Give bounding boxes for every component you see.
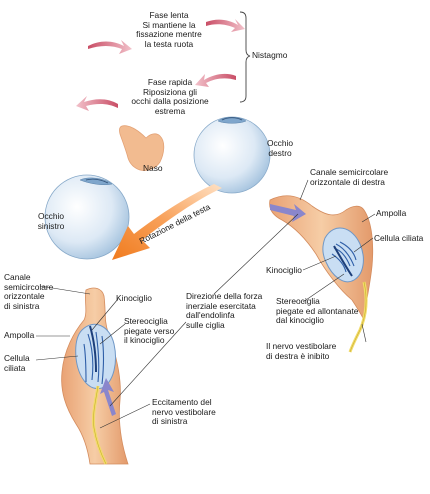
fase-lenta-line2: Si mantiene la xyxy=(142,19,196,30)
kinociglio-sinistra-label: Kinociglio xyxy=(116,293,152,303)
right-canal xyxy=(269,195,374,353)
eccitamento-line3: di sinistra xyxy=(152,416,188,427)
stereociglia-destra-line1: Stereociglia xyxy=(276,296,320,306)
stereociglia-destra-line3: dal kinociglio xyxy=(276,315,324,326)
occhio-destro-line2: destro xyxy=(268,147,292,158)
stereociglia-destra-line2: piegate ed allontanate xyxy=(276,305,359,316)
nistagmo-bracket xyxy=(239,11,251,103)
direzione-line4: sulle ciglia xyxy=(186,319,225,330)
fase-rapida-label: Fase rapida Riposiziona gli occhi dalla … xyxy=(120,77,220,116)
left-flow-arrow xyxy=(100,378,116,416)
slow-phase-arrow-left xyxy=(88,40,132,54)
stereociglia-sinistra-label: Stereociglia piegate verso il kinociglio xyxy=(124,316,175,346)
cellula-sinistra-label: Cellula ciliata xyxy=(4,353,30,373)
fase-rapida-title: Fase rapida xyxy=(147,77,193,87)
leader-lines xyxy=(35,179,376,429)
nervo-destra-line2: di destra è inibito xyxy=(266,350,330,361)
direzione-line2: inerziale esercitata xyxy=(186,300,256,311)
head-rotation-arrow xyxy=(112,184,222,260)
stereociglia-destra-label: Stereociglia piegate ed allontanate dal … xyxy=(276,296,359,326)
naso-label: Naso xyxy=(143,163,163,173)
right-eye xyxy=(193,116,271,194)
canale-sinistra-line3: orizzontale xyxy=(4,291,45,302)
eccitamento-line1: Eccitamento del xyxy=(152,397,212,407)
fase-rapida-line2: Riposiziona gli xyxy=(143,86,197,97)
stereociglia-sinistra-line2: piegate verso xyxy=(124,325,175,336)
slow-phase-arrow-right xyxy=(206,19,245,32)
kinociglio-destra-label: Kinociglio xyxy=(266,265,302,275)
canale-sinistra-line2: semicircolare xyxy=(4,281,54,292)
fast-phase-arrow-right xyxy=(195,73,236,87)
fase-lenta-label: Fase lenta Si mantiene la fissazione men… xyxy=(126,10,212,49)
stereociglia-sinistra-line1: Stereociglia xyxy=(124,316,168,326)
direzione-line1: Direzione della forza xyxy=(186,291,263,301)
eccitamento-label: Eccitamento del nervo vestibolare di sin… xyxy=(152,397,216,427)
cellula-destra-label: Cellula ciliata xyxy=(374,233,424,243)
left-canal xyxy=(61,287,129,465)
occhio-destro-line1: Occhio xyxy=(266,138,294,148)
ampolla-destra-label: Ampolla xyxy=(376,208,407,218)
nervo-destra-line1: Il nervo vestibolare xyxy=(266,341,337,351)
canale-destra-line1: Canale semicircolare xyxy=(310,167,389,177)
canale-sinistra-label: Canale semicircolare orizzontale di sini… xyxy=(4,272,54,311)
occhio-sinistro-line2: sinistro xyxy=(37,220,65,231)
nervo-destra-label: Il nervo vestibolare di destra è inibito xyxy=(266,341,337,361)
fase-lenta-title: Fase lenta xyxy=(149,10,189,20)
occhio-sinistro-label: Occhio sinistro xyxy=(30,211,72,231)
cellula-sinistra-line2: ciliata xyxy=(4,362,26,373)
canale-destra-line2: orizzontale di destra xyxy=(310,176,385,187)
cellula-sinistra-line1: Cellula xyxy=(4,353,30,363)
nistagmo-label: Nistagmo xyxy=(252,50,288,60)
fase-rapida-line3: occhi dalla posizione xyxy=(131,96,209,107)
fast-phase-arrow-left xyxy=(76,96,118,111)
fase-rapida-line4: estrema xyxy=(154,105,186,116)
left-eye xyxy=(44,174,130,260)
stereociglia-sinistra-line3: il kinociglio xyxy=(124,335,165,346)
ampolla-sinistra-label: Ampolla xyxy=(4,330,35,340)
nose-shape xyxy=(119,125,165,171)
direzione-line3: dall'endolinfa xyxy=(186,310,235,321)
occhio-destro-label: Occhio destro xyxy=(260,138,300,158)
canale-destra-label: Canale semicircolare orizzontale di dest… xyxy=(310,167,389,187)
fase-lenta-line3: fissazione mentre xyxy=(136,29,202,40)
eccitamento-line2: nervo vestibolare xyxy=(152,406,216,417)
direzione-label: Direzione della forza inerziale esercita… xyxy=(186,291,263,330)
occhio-sinistro-line1: Occhio xyxy=(37,211,65,221)
fase-lenta-line4: la testa ruota xyxy=(144,38,194,49)
right-flow-arrow xyxy=(270,204,306,222)
canale-sinistra-line1: Canale xyxy=(4,272,31,282)
canale-sinistra-line4: di sinistra xyxy=(4,300,40,311)
